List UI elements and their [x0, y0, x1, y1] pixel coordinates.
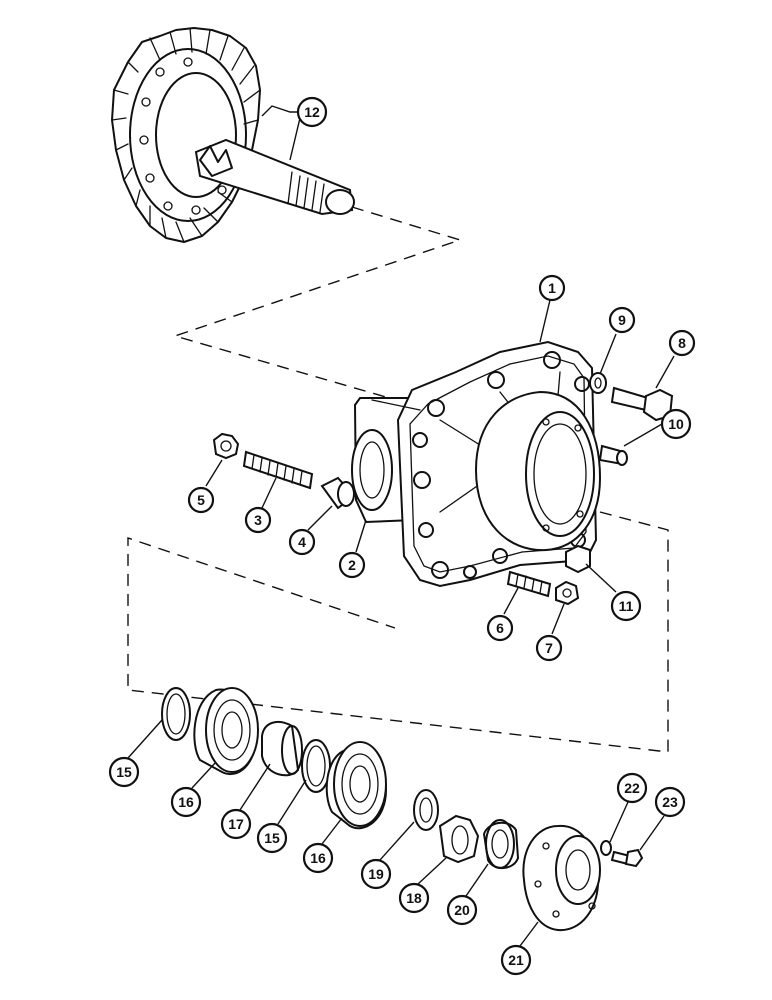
- svg-text:11: 11: [619, 598, 634, 614]
- callout-8: 8: [668, 329, 696, 357]
- callout-4: 4: [288, 528, 316, 556]
- callout-9: 9: [608, 306, 636, 334]
- svg-text:1: 1: [548, 280, 556, 296]
- svg-text:12: 12: [304, 104, 320, 120]
- svg-text:18: 18: [406, 890, 422, 906]
- callout-7: 7: [535, 634, 563, 662]
- small-parts-left: [212, 432, 356, 510]
- svg-text:19: 19: [368, 866, 384, 882]
- svg-text:15: 15: [116, 764, 132, 780]
- callout-2: 2: [338, 551, 366, 579]
- svg-text:6: 6: [496, 620, 504, 636]
- svg-text:8: 8: [678, 335, 686, 351]
- svg-text:16: 16: [310, 850, 326, 866]
- callout-leaders: [127, 105, 675, 947]
- svg-text:5: 5: [197, 492, 205, 508]
- svg-text:3: 3: [254, 512, 262, 528]
- callout-11: 11: [610, 590, 642, 622]
- svg-text:21: 21: [508, 952, 524, 968]
- callout-18: 18: [398, 882, 430, 914]
- svg-text:20: 20: [454, 902, 470, 918]
- callout-16-right: 16: [302, 842, 334, 874]
- callout-23: 23: [654, 786, 686, 818]
- svg-text:17: 17: [228, 816, 244, 832]
- svg-text:4: 4: [298, 534, 306, 550]
- svg-text:2: 2: [348, 557, 356, 573]
- callout-15-middle: 15: [256, 822, 288, 854]
- assembly-dashed-lines: [127, 206, 669, 753]
- callout-20: 20: [446, 894, 478, 926]
- callout-3: 3: [244, 506, 272, 534]
- callout-5: 5: [187, 486, 215, 514]
- small-parts-right: [506, 372, 674, 606]
- callout-21: 21: [500, 944, 532, 976]
- svg-text:15: 15: [264, 830, 280, 846]
- callout-12: 12: [296, 96, 328, 128]
- callout-22: 22: [616, 772, 648, 804]
- callout-19: 19: [360, 858, 392, 890]
- svg-text:23: 23: [662, 794, 678, 810]
- callout-1: 1: [538, 274, 566, 302]
- svg-text:10: 10: [668, 416, 684, 432]
- callout-15-left: 15: [108, 756, 140, 788]
- svg-text:22: 22: [624, 780, 640, 796]
- callout-17: 17: [220, 808, 252, 840]
- bearing-parts: [161, 687, 644, 932]
- svg-text:9: 9: [618, 312, 626, 328]
- svg-text:16: 16: [178, 794, 194, 810]
- svg-text:7: 7: [545, 640, 553, 656]
- callout-10: 10: [660, 408, 692, 440]
- callout-6: 6: [486, 614, 514, 642]
- ring-gear-pinion-part: [111, 27, 355, 243]
- callout-16-left: 16: [170, 786, 202, 818]
- housing-part: [351, 340, 602, 588]
